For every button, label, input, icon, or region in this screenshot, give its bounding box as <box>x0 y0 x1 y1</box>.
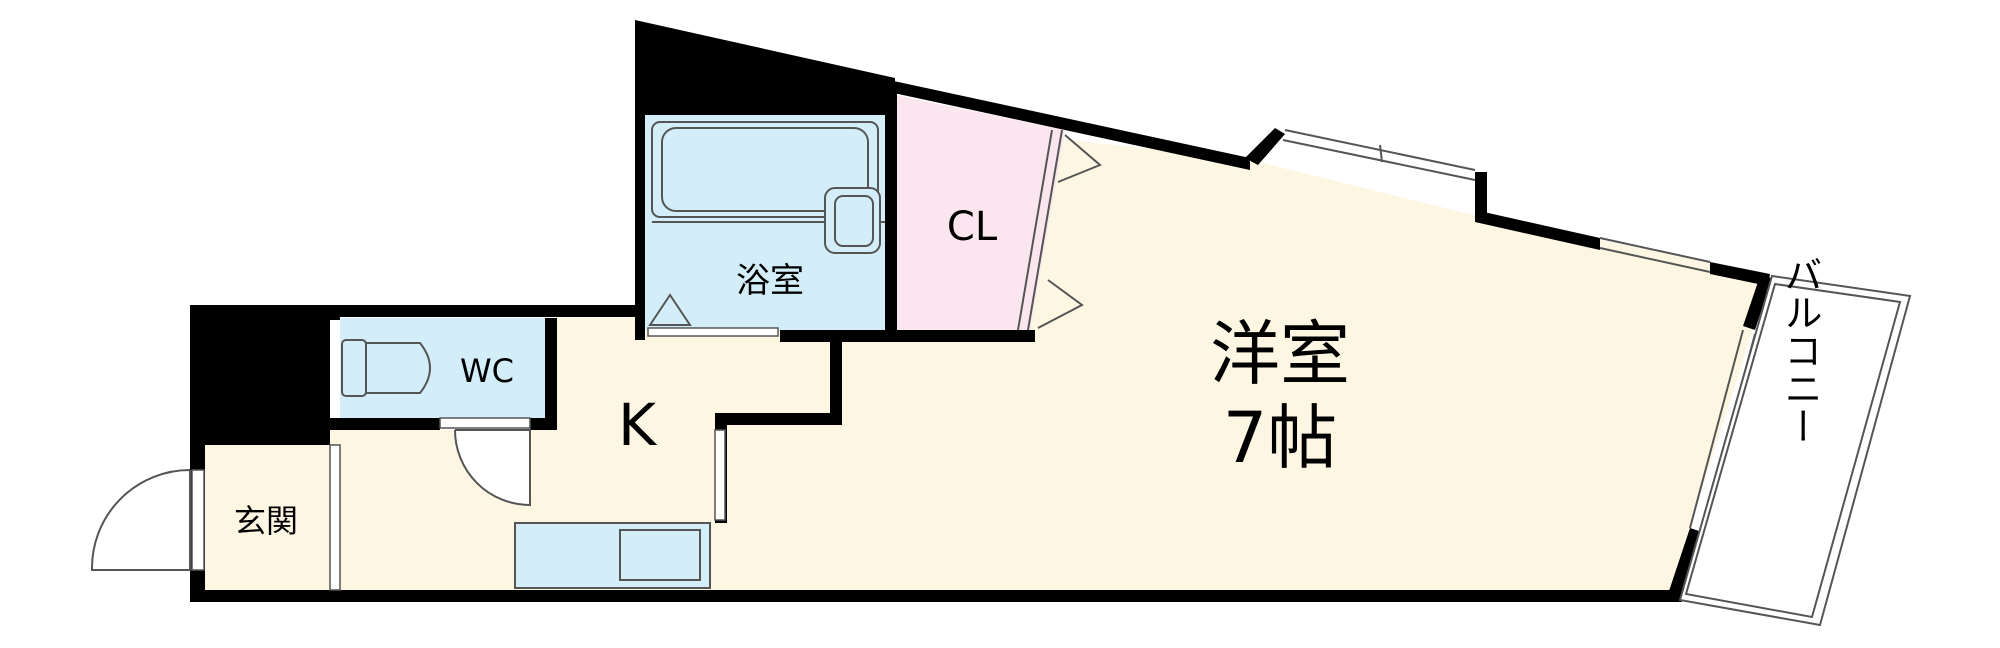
entrance-door-swing <box>90 469 191 571</box>
western-room-label: 洋室 <box>1210 313 1350 395</box>
bathtub-inner <box>661 127 869 212</box>
wall-step-vert <box>830 335 842 425</box>
bath-label: 浴室 <box>736 261 804 301</box>
wall-top-slope <box>880 78 1250 170</box>
wall-right-top2 <box>1710 262 1770 286</box>
wall-toilet-right <box>545 318 557 430</box>
toilet-door <box>439 417 531 429</box>
toilet-label: WC <box>460 352 514 390</box>
kitchen-door-frame <box>714 429 726 521</box>
western-room-size: 7帖 <box>1223 397 1338 479</box>
entrance-floor <box>205 445 330 590</box>
balcony-outline <box>1678 274 1912 627</box>
wall-right-upper <box>1743 276 1772 330</box>
entrance-divider <box>329 444 341 591</box>
balcony-label: バルコニー <box>1778 255 1822 445</box>
entrance-door-frame <box>191 469 205 571</box>
wall-block-left <box>190 305 340 600</box>
wall-block-upper <box>635 20 895 340</box>
bath-door <box>647 327 779 337</box>
toilet-bowl <box>365 342 431 394</box>
balcony-inner <box>1684 282 1902 619</box>
bathtub <box>651 121 879 218</box>
wall-bottom <box>190 590 1682 602</box>
kitchen-label: K <box>618 391 658 459</box>
bath-door-triangle <box>648 293 692 326</box>
wall-toilet-bottom <box>330 418 440 430</box>
closet-floor <box>895 95 1065 330</box>
window-right-top <box>1599 237 1711 273</box>
wall-right-top <box>1475 210 1600 250</box>
bath-sink <box>824 187 881 254</box>
wall-closet-bottom <box>885 330 1035 342</box>
toilet-door-swing <box>454 429 531 507</box>
wall-kitchen-top <box>330 305 645 317</box>
toilet-tank <box>341 339 367 397</box>
kitchen-sink <box>619 529 701 581</box>
closet-doors <box>1017 129 1102 331</box>
wall-bay-right <box>1475 172 1487 215</box>
entrance-label: 玄関 <box>234 502 298 540</box>
closet-label: CL <box>947 204 998 250</box>
wall-right-lower <box>1668 528 1702 598</box>
wall-bay <box>1245 128 1285 165</box>
window-top <box>1282 129 1476 181</box>
wall-step-horz <box>715 413 842 425</box>
bath-sink-inner <box>834 195 874 247</box>
wall-bath-closet <box>885 90 897 340</box>
